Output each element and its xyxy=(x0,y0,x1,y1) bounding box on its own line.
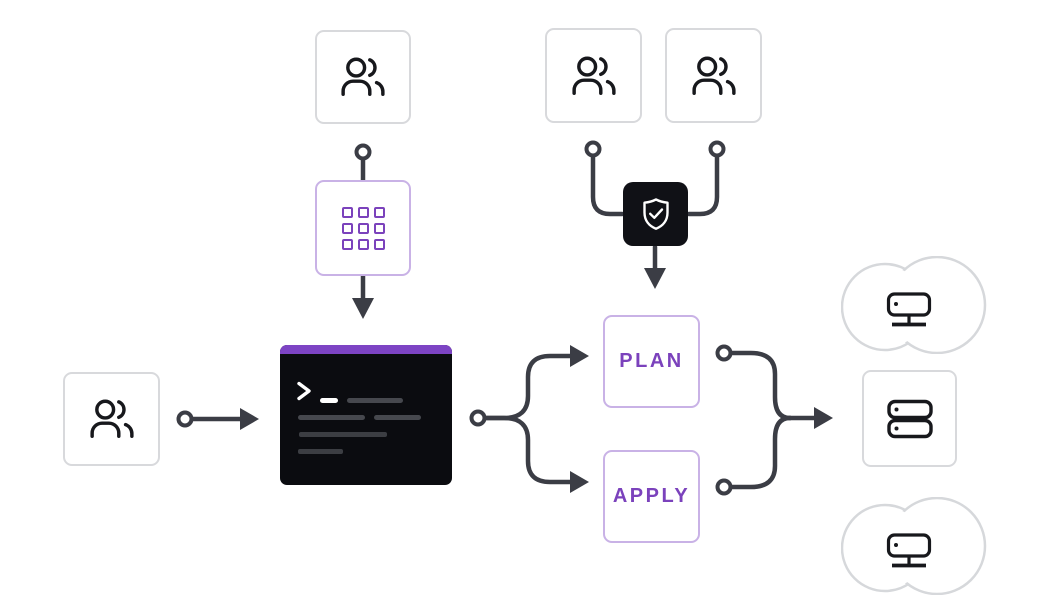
node-plan: PLAN xyxy=(603,315,700,408)
shield-check-icon xyxy=(642,198,669,230)
terminal-cursor xyxy=(320,398,338,403)
ring-team-top xyxy=(354,143,372,161)
team-icon xyxy=(89,399,134,438)
apply-label: APPLY xyxy=(612,485,691,507)
team-icon xyxy=(571,56,616,95)
server-stack-icon xyxy=(886,399,933,438)
node-policy-check xyxy=(623,182,688,246)
terminal-titlebar xyxy=(280,345,452,354)
connector-terminal-to-apply xyxy=(483,415,573,485)
node-infrastructure xyxy=(862,370,957,467)
connector-terminal-to-plan xyxy=(483,353,573,421)
arrowhead-to-infra xyxy=(814,407,833,429)
node-cloud-top xyxy=(841,256,987,354)
ring-terminal-out xyxy=(469,409,487,427)
team-icon xyxy=(691,56,736,95)
node-module-registry xyxy=(315,180,411,276)
module-grid-icon xyxy=(341,206,385,250)
plan-label: PLAN xyxy=(619,350,684,372)
terminal-text-line xyxy=(347,398,403,403)
ring-review2 xyxy=(708,140,726,158)
node-team-review-2 xyxy=(665,28,762,123)
arrowhead-to-plan xyxy=(570,345,589,367)
terminal-prompt-icon xyxy=(297,381,311,401)
arrowhead-shield-to-plan xyxy=(644,268,666,289)
terminal-text-line xyxy=(299,432,387,437)
node-team-top-left xyxy=(315,30,411,124)
connector-plan-to-infra xyxy=(729,350,793,421)
connector-review2-to-shield xyxy=(686,153,720,217)
cloud-server-icon xyxy=(886,533,932,568)
terminal-text-line xyxy=(374,415,421,420)
team-icon xyxy=(341,57,385,96)
node-team-review-1 xyxy=(545,28,642,123)
arrowhead-module-to-terminal xyxy=(352,298,374,319)
node-team-left xyxy=(63,372,160,466)
terminal-text-line xyxy=(298,449,343,454)
node-cloud-bottom xyxy=(841,497,987,595)
connector-review1-to-shield xyxy=(590,153,625,217)
arrowhead-to-apply xyxy=(570,471,589,493)
arrowhead-teamleft-to-terminal xyxy=(240,408,259,430)
ring-review1 xyxy=(584,140,602,158)
ring-apply-out xyxy=(715,478,733,496)
cloud-server-icon xyxy=(886,292,932,327)
node-apply: APPLY xyxy=(603,450,700,543)
node-terminal xyxy=(280,345,452,485)
terminal-text-line xyxy=(298,415,365,420)
ring-team-left xyxy=(176,410,194,428)
ring-plan-out xyxy=(715,344,733,362)
connector-apply-to-infra xyxy=(729,415,793,490)
